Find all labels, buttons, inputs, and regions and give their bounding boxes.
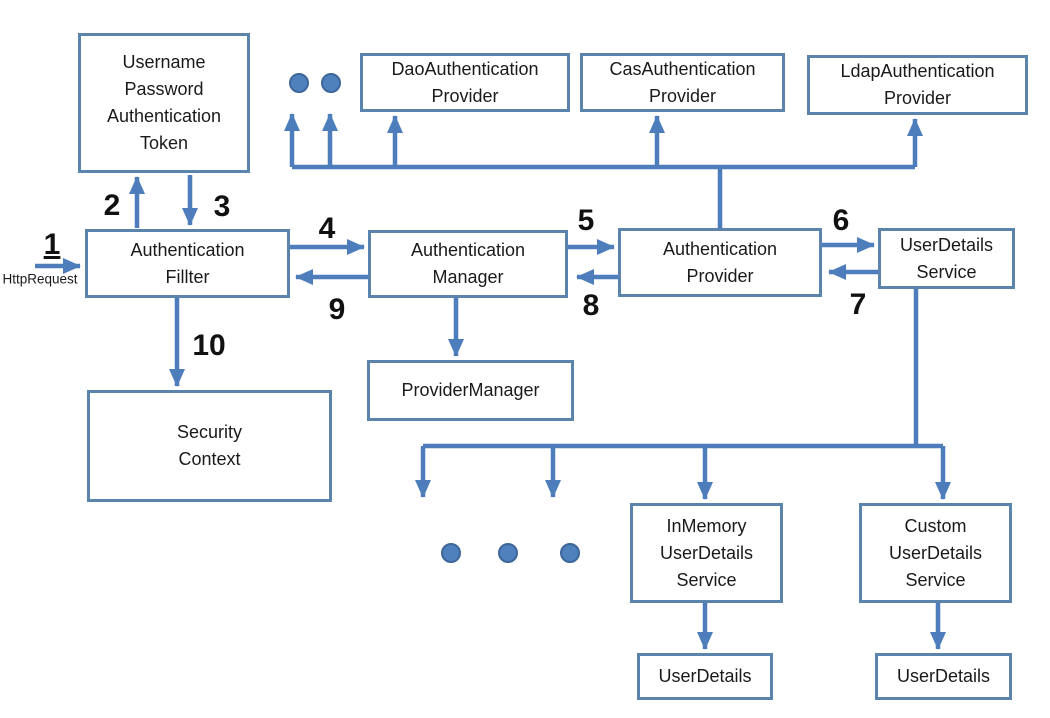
node-label: CasAuthentication Provider	[609, 58, 756, 106]
node-cas-authentication-provider: CasAuthentication Provider	[580, 53, 785, 112]
node-label: Security Context	[176, 422, 243, 469]
node-label: Authentication Provider	[662, 238, 778, 286]
node-label: Authentication Fillter	[130, 239, 245, 287]
node-authentication-filter: Authentication Fillter	[85, 229, 290, 298]
step-label-8: 8	[582, 289, 600, 322]
node-label: Username Password Authentication Token	[106, 52, 222, 153]
ellipsis-dot	[289, 73, 309, 93]
node-label: LdapAuthentication Provider	[840, 61, 995, 108]
node-label: UserDetails Service	[899, 234, 994, 282]
http-request-label: HttpRequest	[2, 271, 78, 287]
step-label-1: 1	[43, 228, 61, 261]
node-userdetails-service: UserDetails Service	[878, 228, 1015, 289]
node-label: DaoAuthentication Provider	[391, 58, 539, 106]
node-label: Custom UserDetails Service	[888, 515, 983, 590]
step-label-2: 2	[103, 189, 121, 222]
ellipsis-dot	[321, 73, 341, 93]
step-label-10: 10	[192, 329, 226, 362]
node-label: UserDetails	[658, 666, 752, 686]
node-label: UserDetails	[896, 666, 991, 686]
ellipsis-dot	[498, 543, 518, 563]
node-label: ProviderManager	[401, 380, 540, 400]
node-security-context: Security Context	[87, 390, 332, 502]
step-label-7: 7	[849, 288, 867, 321]
node-dao-authentication-provider: DaoAuthentication Provider	[360, 53, 570, 112]
node-inmemory-userdetails-service: InMemory UserDetails Service	[630, 503, 783, 603]
node-provider-manager: ProviderManager	[367, 360, 574, 421]
node-username-password-authentication-token: Username Password Authentication Token	[78, 33, 250, 173]
step-label-9: 9	[328, 293, 346, 326]
node-ldap-authentication-provider: LdapAuthentication Provider	[807, 55, 1028, 115]
node-label: InMemory UserDetails Service	[659, 515, 754, 590]
step-label-3: 3	[213, 190, 231, 223]
node-authentication-manager: Authentication Manager	[368, 230, 568, 298]
node-userdetails-left: UserDetails	[637, 653, 773, 700]
ellipsis-dot	[441, 543, 461, 563]
step-label-4: 4	[318, 212, 336, 245]
node-userdetails-right: UserDetails	[875, 653, 1012, 700]
node-authentication-provider: Authentication Provider	[618, 228, 822, 297]
step-label-6: 6	[832, 204, 850, 237]
ellipsis-dot	[560, 543, 580, 563]
step-label-5: 5	[577, 204, 595, 237]
node-custom-userdetails-service: Custom UserDetails Service	[859, 503, 1012, 603]
node-label: Authentication Manager	[410, 240, 526, 287]
